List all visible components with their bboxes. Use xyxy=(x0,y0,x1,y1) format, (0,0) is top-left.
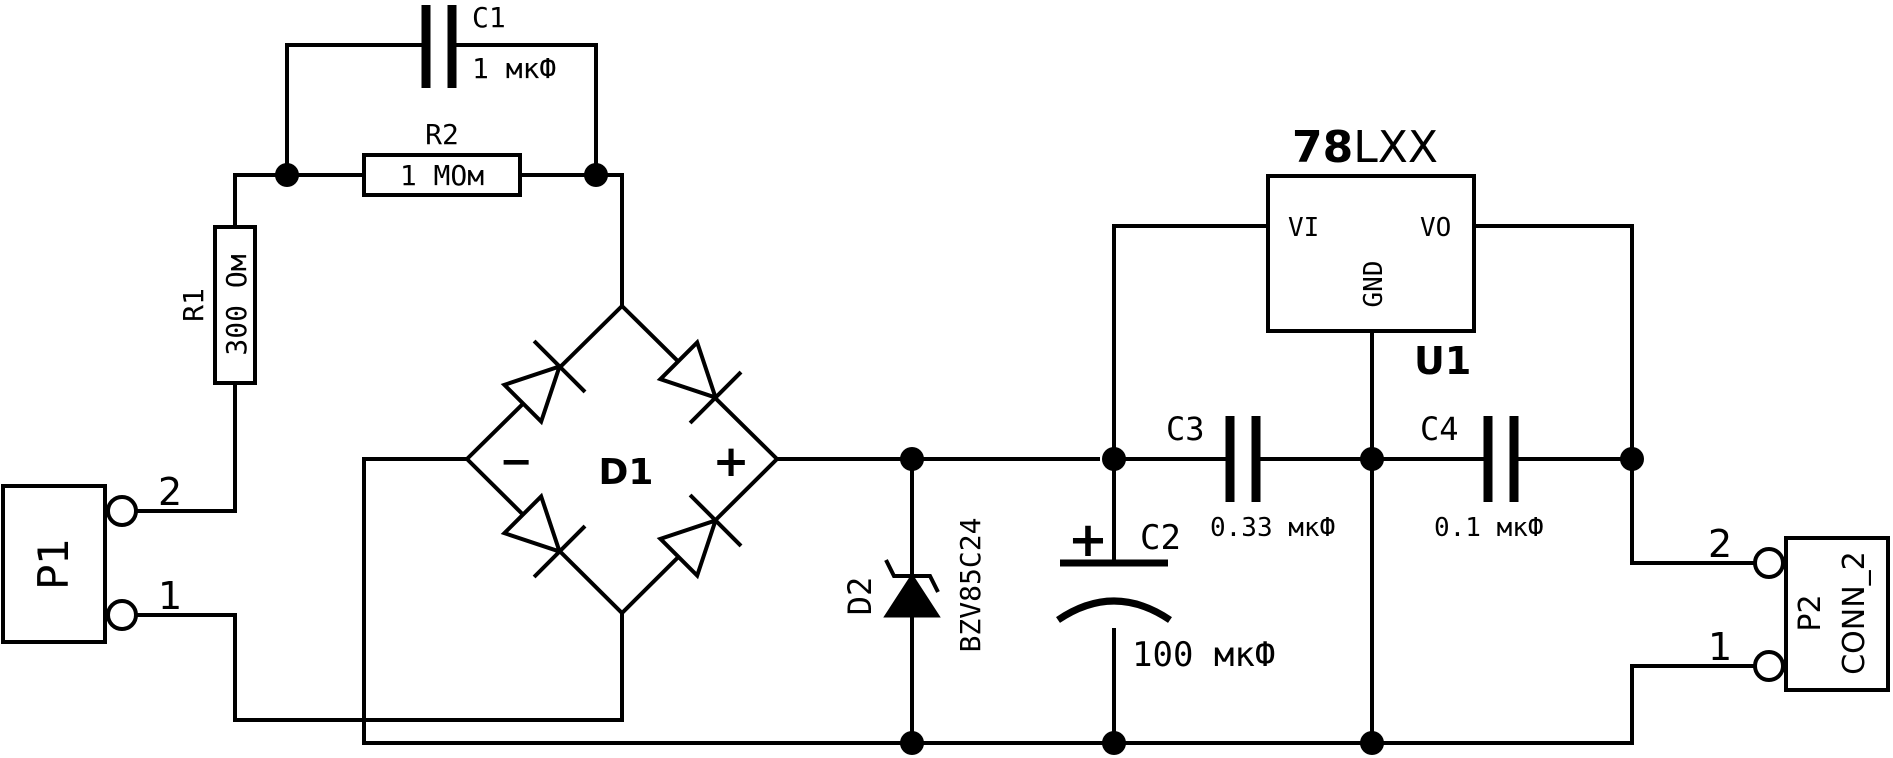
c1-ref: C1 xyxy=(472,1,506,34)
wire-vi xyxy=(1112,224,1270,461)
p2-ref: P2 xyxy=(1793,594,1828,631)
junction-dot xyxy=(1360,447,1384,471)
bridge-diode-lower-left xyxy=(500,492,587,579)
c3-ref: C3 xyxy=(1166,410,1205,448)
p2-pin2-label: 2 xyxy=(1708,522,1732,566)
r2-value: 1 МОм xyxy=(400,159,484,192)
resistor-r2: R2 1 МОм xyxy=(362,118,522,197)
r2-ref: R2 xyxy=(425,118,459,151)
wire-p1-pin1 xyxy=(134,611,624,722)
bridge-rectifier-d1: D1 − + xyxy=(464,303,780,616)
junction-dot xyxy=(1360,731,1384,755)
wire-r1-bottom xyxy=(134,381,237,513)
wire-r2-right xyxy=(518,173,624,308)
c1-value: 1 мкФ xyxy=(472,52,556,85)
junctions xyxy=(275,163,1644,755)
c2-value: 100 мкФ xyxy=(1132,635,1275,675)
p2-value: CONN_2 xyxy=(1837,551,1872,675)
p1-pin2-label: 2 xyxy=(158,470,182,514)
connector-p2: P2 CONN_2 2 1 xyxy=(1708,522,1890,692)
r1-ref: R1 xyxy=(177,288,210,322)
d1-minus-label: − xyxy=(499,439,533,485)
u1-pin-vi: VI xyxy=(1288,213,1319,243)
wire-bridge-minus xyxy=(362,457,469,745)
bridge-diode-upper-left xyxy=(500,339,587,426)
d1-plus-label: + xyxy=(713,436,750,487)
connector-p1: P1 2 1 xyxy=(1,470,182,644)
zener-diode-d2: D2 BZV85C24 xyxy=(841,518,987,653)
capacitor-c4: C4 0.1 мкФ xyxy=(1420,410,1544,543)
junction-dot xyxy=(900,447,924,471)
d2-value: BZV85C24 xyxy=(954,518,987,653)
c4-ref: C4 xyxy=(1420,410,1459,448)
wires xyxy=(134,43,1757,745)
electrolytic-capacitor-c2: + C2 100 мкФ xyxy=(1056,512,1275,675)
d2-ref: D2 xyxy=(841,577,879,616)
junction-dot xyxy=(1102,731,1126,755)
bridge-diode-lower-right xyxy=(656,493,743,580)
bridge-outline xyxy=(464,303,780,616)
c3-value: 0.33 мкФ xyxy=(1210,513,1335,543)
p1-pin1-label: 1 xyxy=(158,574,182,618)
p2-pin1-label: 1 xyxy=(1708,625,1732,669)
r1-value: 300 Ом xyxy=(220,254,253,355)
c2-ref: C2 xyxy=(1140,518,1181,558)
u1-pin-vo: VO xyxy=(1420,213,1451,243)
wire-p2-pin1 xyxy=(1630,664,1757,745)
u1-ref: U1 xyxy=(1414,339,1471,383)
junction-dot xyxy=(275,163,299,187)
resistor-r1: R1 300 Ом xyxy=(177,225,257,385)
capacitor-c3: C3 0.33 мкФ xyxy=(1166,410,1335,543)
c4-value: 0.1 мкФ xyxy=(1434,513,1544,543)
wire-vo xyxy=(1472,224,1757,565)
bridge-diode-upper-right xyxy=(656,338,743,425)
junction-dot xyxy=(1620,447,1644,471)
junction-dot xyxy=(900,731,924,755)
c2-polarity: + xyxy=(1068,512,1108,568)
u1-pin-gnd: GND xyxy=(1359,261,1389,308)
wire-c1-left xyxy=(285,43,424,177)
junction-dot xyxy=(1102,447,1126,471)
voltage-regulator-u1: 78LXX VI VO GND U1 xyxy=(1266,122,1476,383)
capacitor-c1: C1 1 мкФ xyxy=(421,1,556,88)
d1-ref: D1 xyxy=(599,452,654,493)
junction-dot xyxy=(584,163,608,187)
wire-c1-right xyxy=(450,43,598,177)
u1-value: 78LXX xyxy=(1292,122,1438,173)
p1-ref: P1 xyxy=(29,538,78,590)
